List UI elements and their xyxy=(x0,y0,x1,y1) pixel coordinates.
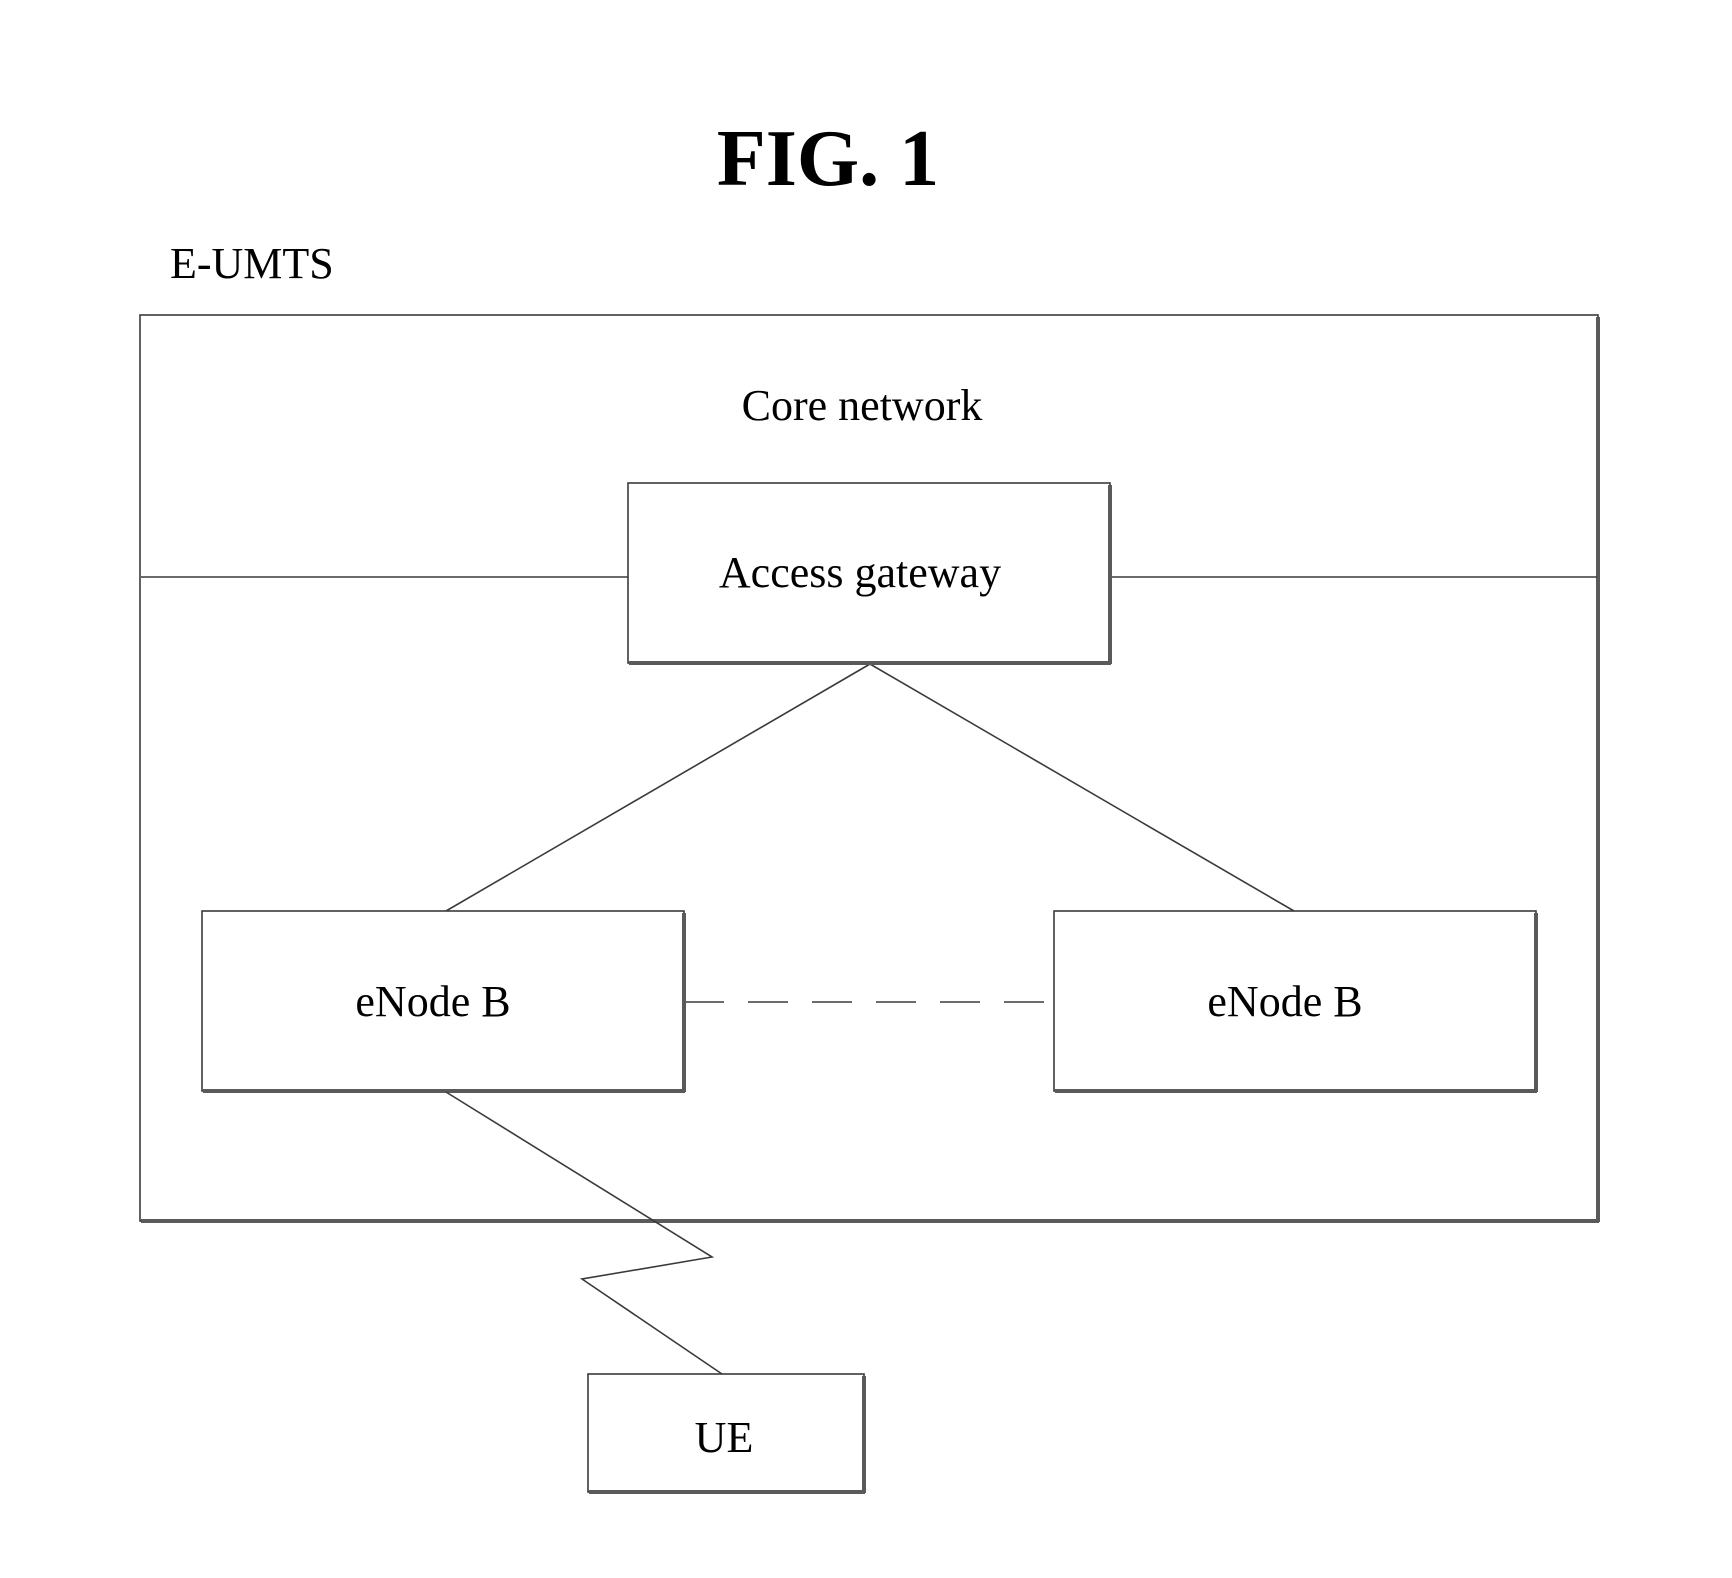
ue-label: UE xyxy=(695,1413,754,1462)
access-gateway-label: Access gateway xyxy=(719,548,1001,597)
ue-box: UE xyxy=(588,1374,865,1493)
figure-title: FIG. 1 xyxy=(717,115,939,203)
enodeb-left-label: eNode B xyxy=(355,977,510,1026)
enodeb-right-label: eNode B xyxy=(1207,977,1362,1026)
access-gateway-box: Access gateway xyxy=(628,483,1111,664)
enodeb-left-box: eNode B xyxy=(202,911,685,1092)
enodeb-right-box: eNode B xyxy=(1054,911,1537,1092)
core-network-label: Core network xyxy=(742,381,983,430)
system-label: E-UMTS xyxy=(170,239,334,288)
